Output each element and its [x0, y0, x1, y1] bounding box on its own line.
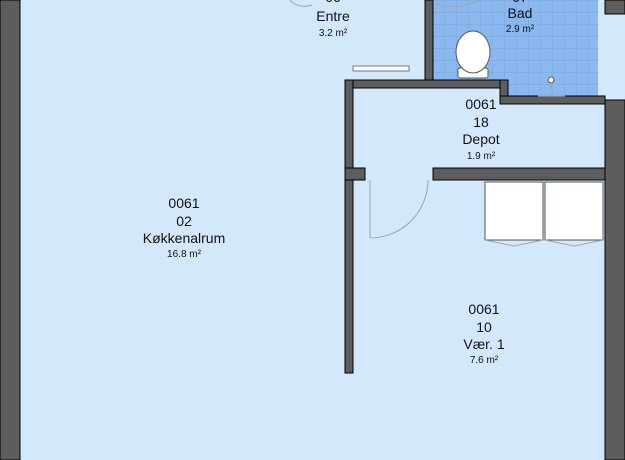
bath-wall-left [424, 0, 434, 89]
room-1-number: 10 [476, 319, 492, 335]
room-kitchen-code: 0061 [168, 195, 199, 211]
bath-wall-bottom [344, 79, 501, 89]
room-kitchen-area: 16.8 m² [167, 249, 202, 260]
room-depot-name: Depot [462, 131, 499, 147]
depot-wall-right [432, 167, 606, 181]
room-entre-number: 06 [325, 0, 341, 5]
window-sill [352, 65, 410, 72]
toilet-icon [455, 30, 491, 79]
room-kitchen-name: Køkkenalrum [143, 230, 225, 246]
wardrobe-left [484, 181, 544, 241]
wardrobe-right [544, 181, 604, 241]
room-1-name: Vær. 1 [463, 336, 504, 352]
room-kitchen-number: 02 [176, 213, 192, 229]
room-entre-area: 3.2 m² [319, 28, 348, 39]
room-1-code: 0061 [468, 301, 499, 317]
depot-wall-left [344, 167, 366, 181]
room-entre-name: Entre [316, 8, 350, 24]
room-bad-area: 2.9 m² [506, 24, 535, 35]
partition-wall-center-upper [344, 79, 354, 169]
room-bad-name: Bad [508, 5, 533, 21]
room-1-area: 7.6 m² [470, 355, 499, 366]
outer-wall-right-top [604, 0, 625, 15]
sink-icon [538, 76, 565, 97]
room-depot-number: 18 [473, 114, 489, 130]
wardrobe-doors [484, 239, 604, 247]
outer-wall-right [604, 99, 625, 460]
room-depot-area: 1.9 m² [467, 151, 496, 162]
outer-wall-left [0, 0, 21, 460]
door-depot [369, 179, 429, 239]
partition-wall-center-lower [344, 179, 354, 374]
bath-wall-bottom-right [499, 95, 606, 105]
room-depot-code: 0061 [465, 96, 496, 112]
door-bath [435, 0, 481, 7]
door-entre [289, 0, 313, 7]
room-bad-number: 07 [512, 0, 528, 5]
